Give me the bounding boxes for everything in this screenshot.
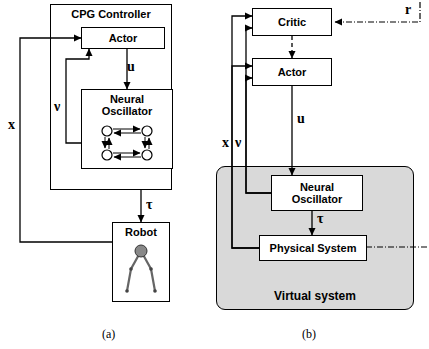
critic-box: Critic	[252, 8, 332, 36]
connector-arrow	[291, 86, 292, 175]
robot-joint	[129, 267, 133, 271]
node-label: Critic	[275, 16, 309, 28]
coupling-arrow	[149, 138, 150, 149]
coupling-arrow	[145, 137, 146, 148]
robot-body	[135, 245, 147, 257]
node-label: Robot	[122, 226, 160, 238]
oscillator-box: Neural Oscillator	[81, 89, 173, 169]
connector-arrow	[311, 211, 312, 235]
signal-label: u	[297, 112, 305, 126]
coupling-arrow	[113, 129, 140, 130]
state-line	[366, 246, 429, 247]
reward-line	[335, 2, 420, 22]
caption-label: (a)	[102, 327, 115, 341]
signal-label: ν	[235, 136, 241, 150]
connector-arrow	[140, 190, 141, 222]
signal-label: τ	[317, 212, 323, 226]
physical-system-box: Physical System	[259, 235, 367, 261]
signal-label: x	[8, 118, 15, 132]
actor-box: Actor	[81, 27, 165, 49]
connector-arrow	[246, 78, 271, 193]
oscillator-neuron	[142, 150, 152, 160]
coupling-arrow	[105, 137, 106, 148]
node-label: Neural Oscillator	[272, 181, 362, 205]
coupling-arrow	[113, 153, 140, 154]
oscillator-symbol	[97, 123, 157, 163]
virtual-system-region: Virtual system Neural OscillatorPhysical …	[216, 166, 414, 310]
robot-figure	[119, 243, 163, 295]
actor-box: Actor	[252, 58, 332, 86]
coupling-arrow	[114, 157, 141, 158]
controller-box: CPG ControllerActorNeural Oscillator	[50, 4, 172, 190]
signal-label: r	[405, 3, 411, 17]
oscillator-neuron	[142, 126, 152, 136]
connector-arrow	[291, 36, 292, 58]
coupling-arrow	[109, 138, 110, 149]
node-label: Actor	[275, 66, 310, 78]
node-label: Virtual system	[271, 289, 359, 303]
robot-joint	[149, 267, 153, 271]
signal-label: τ	[146, 198, 152, 212]
coupling-arrow	[114, 133, 141, 134]
robot-box: Robot	[112, 222, 170, 302]
robot-joint	[125, 289, 129, 293]
node-label: Neural Oscillator	[82, 93, 172, 117]
oscillator-neuron	[102, 126, 112, 136]
node-label: Actor	[106, 32, 141, 44]
oscillator-neuron	[102, 150, 112, 160]
signal-label: u	[127, 60, 135, 74]
robot-joint	[153, 289, 157, 293]
node-label: Physical System	[267, 242, 360, 254]
connector-arrow	[246, 28, 271, 193]
signal-label: ν	[54, 100, 60, 114]
node-label: CPG Controller	[68, 8, 153, 20]
signal-label: x	[222, 136, 229, 150]
oscillator-box: Neural Oscillator	[271, 175, 363, 211]
caption-label: (b)	[302, 327, 316, 341]
